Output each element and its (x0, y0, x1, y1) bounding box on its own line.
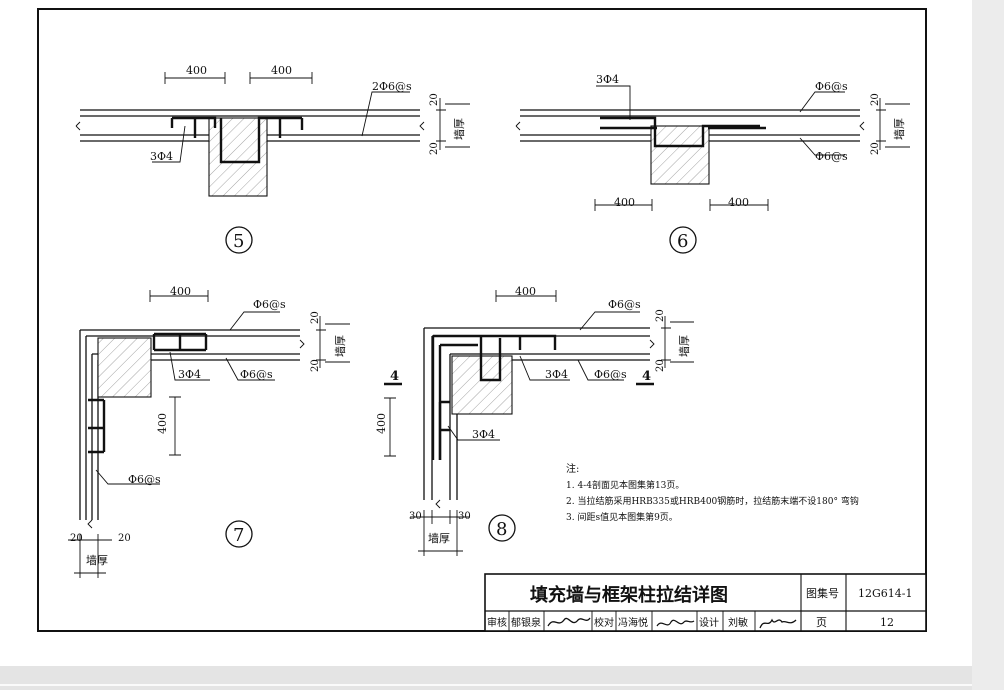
section-mark-right: 4 (642, 369, 651, 384)
notes-heading: 注: (566, 462, 579, 475)
label-3phi4-top-8: 3Φ4 (545, 368, 568, 381)
label-3phi4-7: 3Φ4 (178, 368, 201, 381)
label-3phi4-side-8: 3Φ4 (472, 428, 495, 441)
dim-20-a-8: 20 (655, 309, 666, 322)
dim-400-right-6: 400 (728, 196, 749, 209)
designer-name: 刘敏 (728, 616, 748, 629)
label-phi6-side-7: Φ6@s (128, 473, 161, 486)
notes: 注: 1. 4-4剖面见本图集第13页。 2. 当拉结筋采用HRB335或HRB… (566, 462, 859, 523)
design-label: 设计 (699, 616, 719, 629)
page-number: 12 (880, 616, 894, 629)
checker-name: 冯海悦 (618, 616, 648, 629)
drawing-border (37, 8, 927, 632)
dim-400-top-7: 400 (170, 285, 191, 298)
label-phi6-mid-7: Φ6@s (240, 368, 273, 381)
drawing-title: 填充墙与框架柱拉结详图 (530, 584, 728, 606)
dim-20-b-7: 20 (310, 359, 321, 372)
reviewer-signature (547, 617, 591, 627)
drawing-canvas: 400 400 2Φ6@s 3Φ4 20 20 墙厚 5 400 400 3Φ4… (37, 8, 927, 632)
atlas-label: 图集号 (806, 586, 839, 600)
detail-7: 400 400 Φ6@s 3Φ4 Φ6@s Φ6@s 20 20 墙厚 20 2… (68, 285, 350, 578)
detail-6: 400 400 3Φ4 Φ6@s Φ6@s 20 20 墙厚 6 (515, 73, 910, 254)
label-wall-thickness-8b: 墙厚 (428, 531, 450, 545)
dim-400-side-7: 400 (156, 413, 169, 434)
label-phi6-top-8: Φ6@s (608, 298, 641, 311)
dim-20-top-6: 20 (870, 93, 881, 106)
label-phi6-mid-8: Φ6@s (594, 368, 627, 381)
note-3: 3. 间距s值见本图集第9页。 (566, 511, 678, 523)
detail-5: 400 400 2Φ6@s 3Φ4 20 20 墙厚 5 (75, 64, 470, 254)
dim-20-top: 20 (429, 93, 440, 106)
label-wall-thickness: 墙厚 (452, 118, 466, 140)
detail-number-6: 6 (677, 231, 688, 252)
right-scroll-gutter (972, 0, 1004, 690)
section-mark-left: 4 (390, 369, 399, 384)
label-phi6-top-6: Φ6@s (815, 80, 848, 93)
label-wall-thickness-7b: 墙厚 (86, 553, 108, 567)
check-label: 校对 (594, 616, 614, 629)
dim-20-a-7: 20 (310, 311, 321, 324)
dim-20-d-7: 20 (118, 533, 131, 544)
detail-8: 400 400 Φ6@s 3Φ4 Φ6@s 3Φ4 20 20 墙厚 30 30… (375, 285, 694, 556)
dim-30-b-8: 30 (458, 511, 471, 522)
dim-400-left-6: 400 (614, 196, 635, 209)
label-wall-thickness-8a: 墙厚 (677, 335, 691, 357)
detail-number-7: 7 (233, 525, 244, 546)
review-label: 审核 (487, 616, 507, 629)
page-label: 页 (816, 616, 827, 629)
label-phi6-bot-6: Φ6@s (815, 150, 848, 163)
reviewer-name: 郁银泉 (511, 616, 541, 629)
dim-20-bot: 20 (429, 142, 440, 155)
note-1: 1. 4-4剖面见本图集第13页。 (566, 479, 684, 491)
label-2phi6: 2Φ6@s (372, 80, 412, 93)
label-wall-thickness-7a: 墙厚 (333, 335, 347, 357)
dim-20-c-7: 20 (70, 533, 83, 544)
dim-400-right: 400 (271, 64, 292, 77)
label-phi6-top-7: Φ6@s (253, 298, 286, 311)
detail-number-8: 8 (496, 519, 507, 540)
label-3phi4: 3Φ4 (150, 150, 173, 163)
bottom-gutter (0, 666, 972, 690)
atlas-number: 12G614-1 (858, 587, 913, 600)
dim-20-b-8: 20 (655, 359, 666, 372)
label-wall-thickness-6: 墙厚 (892, 118, 906, 140)
dim-30-a-8: 30 (409, 511, 422, 522)
dim-400-top-8: 400 (515, 285, 536, 298)
designer-signature (759, 618, 797, 629)
dim-400-left: 400 (186, 64, 207, 77)
note-2: 2. 当拉结筋采用HRB335或HRB400钢筋时，拉结筋末端不设180° 弯钩 (566, 495, 859, 507)
checker-signature (656, 619, 695, 627)
label-3phi4-6: 3Φ4 (596, 73, 619, 86)
title-block: 填充墙与框架柱拉结详图 图集号 12G614-1 页 12 审核 郁银泉 校对 … (484, 573, 927, 632)
detail-number-5: 5 (233, 231, 244, 252)
dim-20-bot-6: 20 (870, 142, 881, 155)
dim-400-side-8: 400 (375, 413, 388, 434)
